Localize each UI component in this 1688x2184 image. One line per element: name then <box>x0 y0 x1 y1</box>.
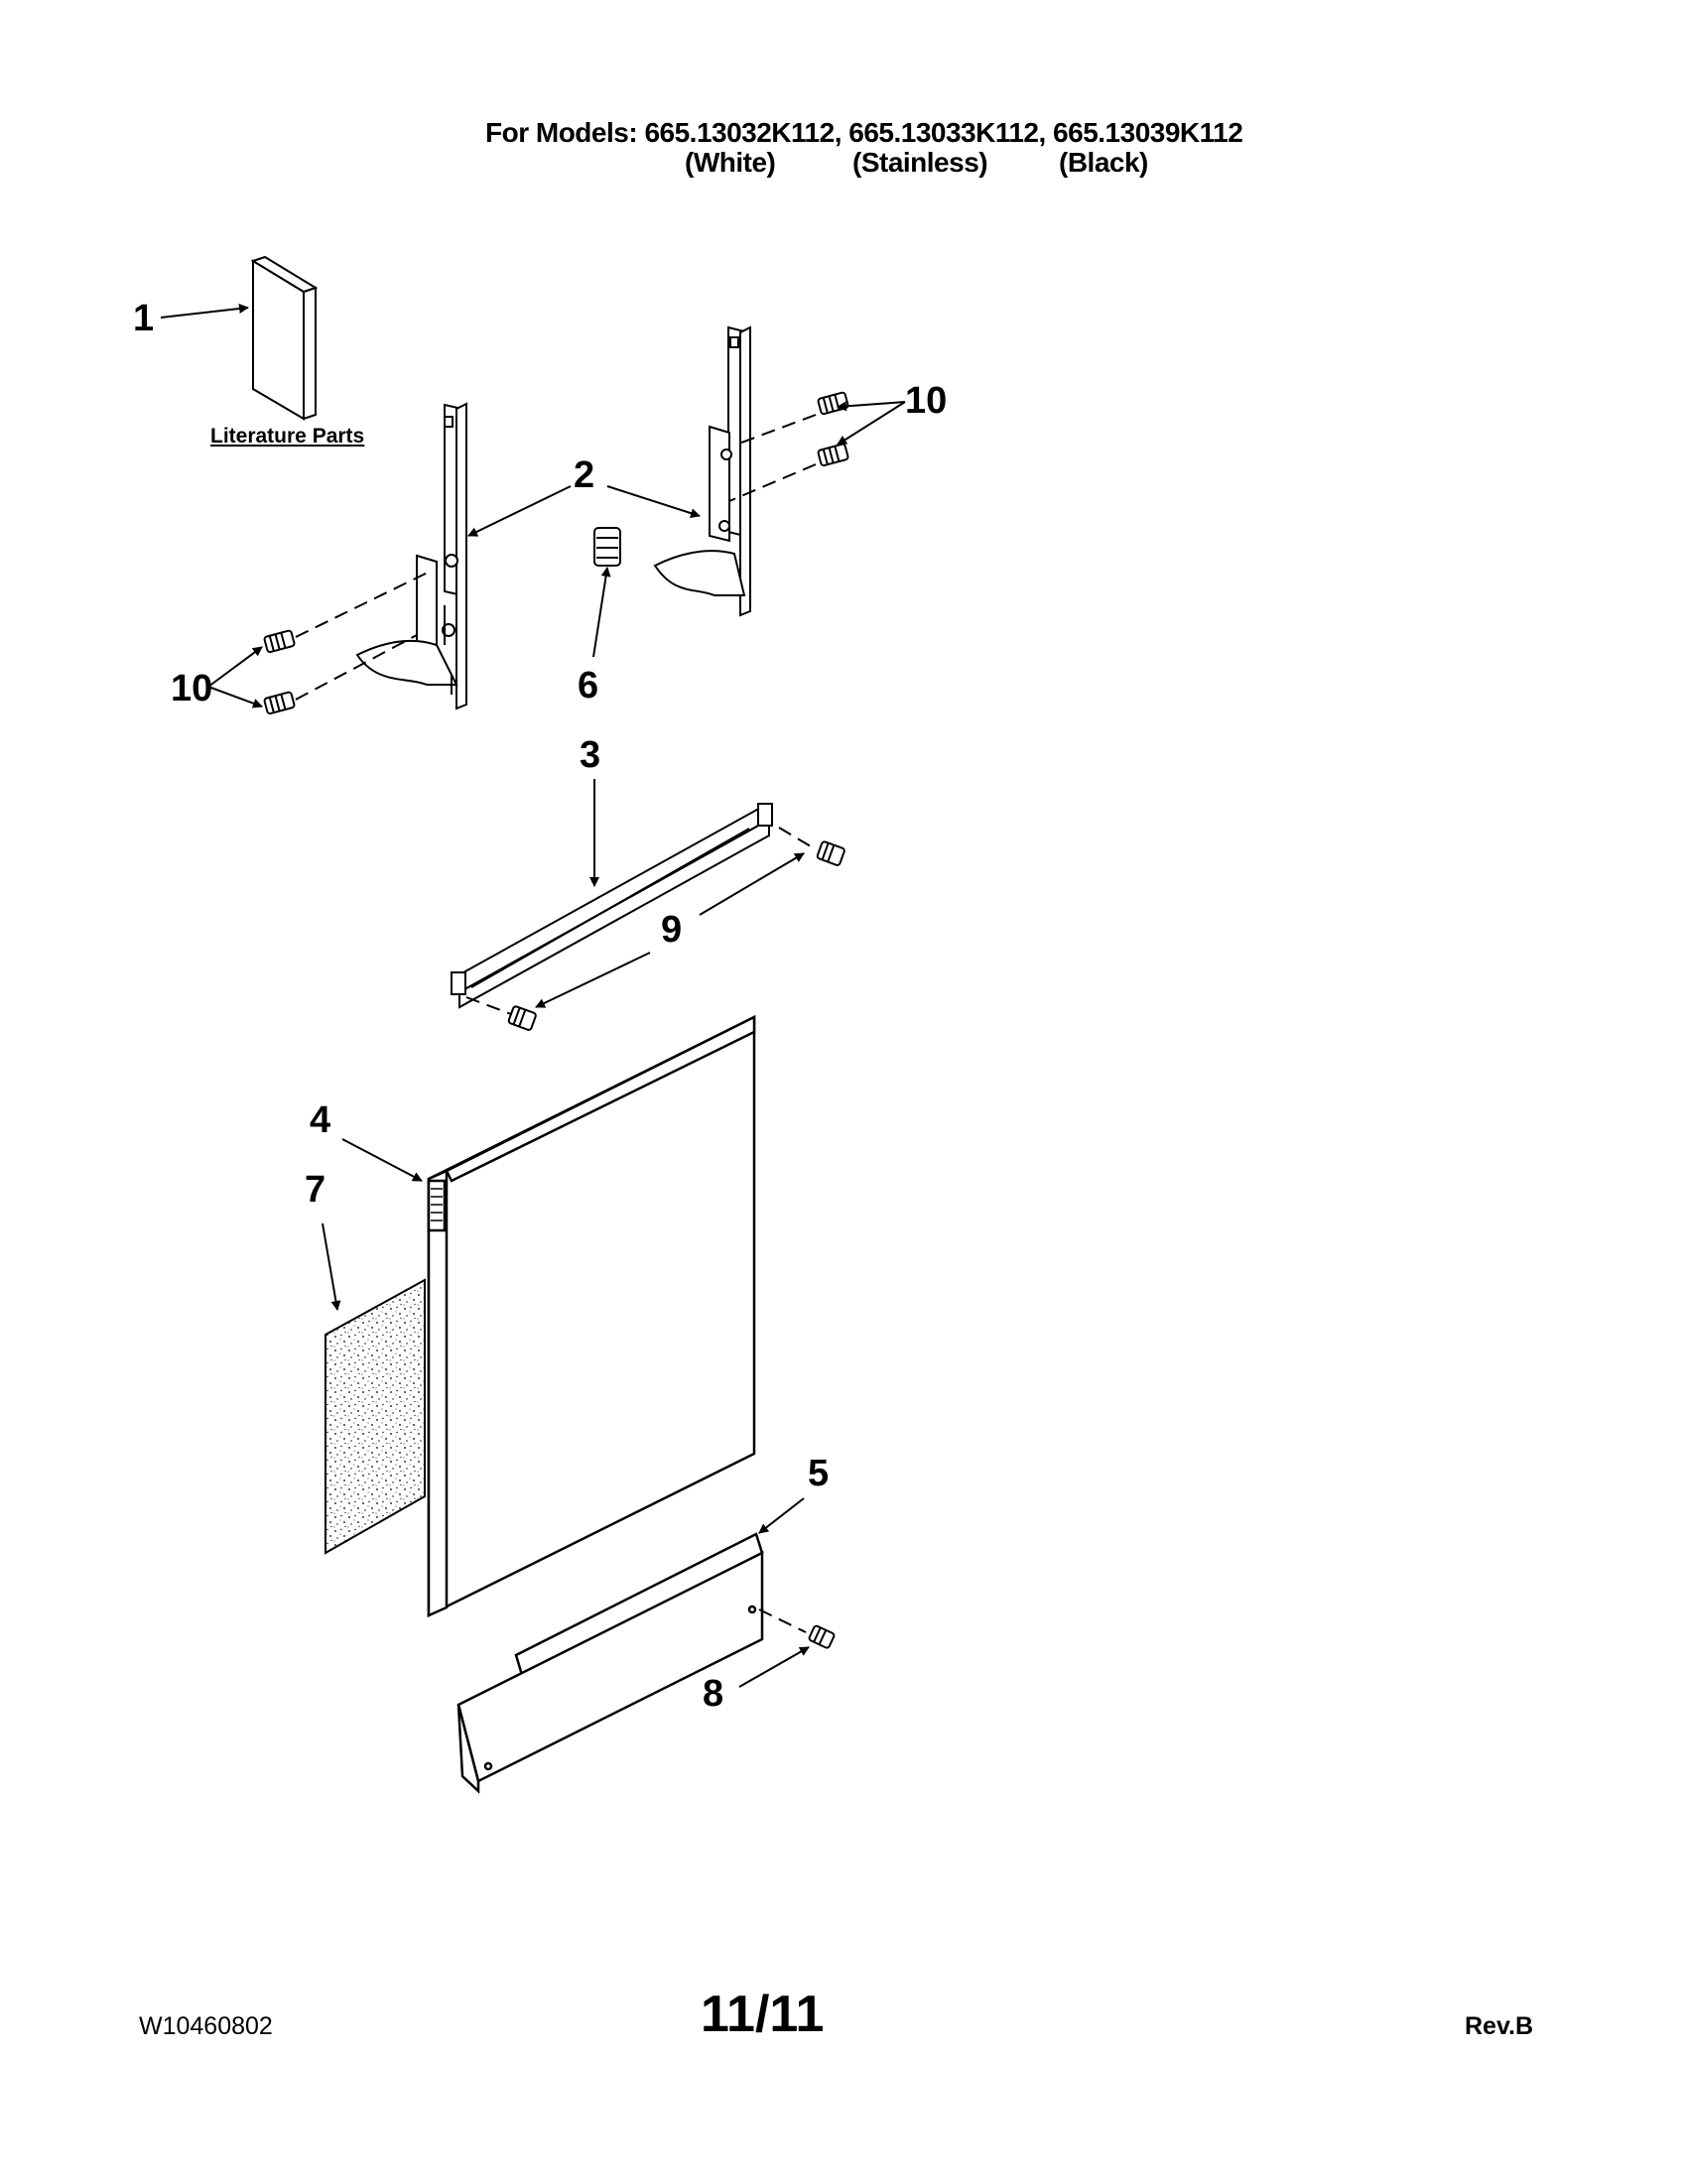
left-hinge-bracket-part <box>355 402 467 710</box>
callout-10-left: 10 <box>171 668 213 709</box>
callout-2: 2 <box>574 454 595 496</box>
callout-6: 6 <box>578 665 599 707</box>
models-header: For Models: 665.13032K112, 665.13033K112… <box>485 117 1243 148</box>
leader-arrows <box>160 304 906 1688</box>
callout-3: 3 <box>580 734 601 776</box>
literature-parts-label: Literature Parts <box>210 425 365 448</box>
variant-stainless-label: (Stainless) <box>852 147 988 178</box>
callout-8: 8 <box>703 1673 724 1715</box>
callout-9: 9 <box>661 909 683 951</box>
callout-10-right: 10 <box>905 380 948 422</box>
page-number: 11/11 <box>701 1986 825 2043</box>
revision-label: Rev.B <box>1465 2012 1534 2040</box>
document-number: W10460802 <box>139 2012 273 2040</box>
variant-white-label: (White) <box>685 147 776 178</box>
callout-7: 7 <box>305 1169 326 1211</box>
callout-4: 4 <box>310 1099 331 1141</box>
callout-5: 5 <box>808 1453 830 1494</box>
rail-part <box>451 803 773 1009</box>
literature-book-part <box>250 255 319 421</box>
right-hinge-bracket-part <box>653 325 751 617</box>
alignment-lines <box>295 414 817 1633</box>
variant-black-label: (Black) <box>1059 147 1148 178</box>
toe-screw-part <box>808 1624 836 1649</box>
callout-1: 1 <box>133 298 155 339</box>
toe-panel-part <box>456 1532 764 1794</box>
door-panel-part <box>427 1014 756 1618</box>
insulation-pad-part <box>325 1278 426 1555</box>
clip-part <box>593 527 621 567</box>
